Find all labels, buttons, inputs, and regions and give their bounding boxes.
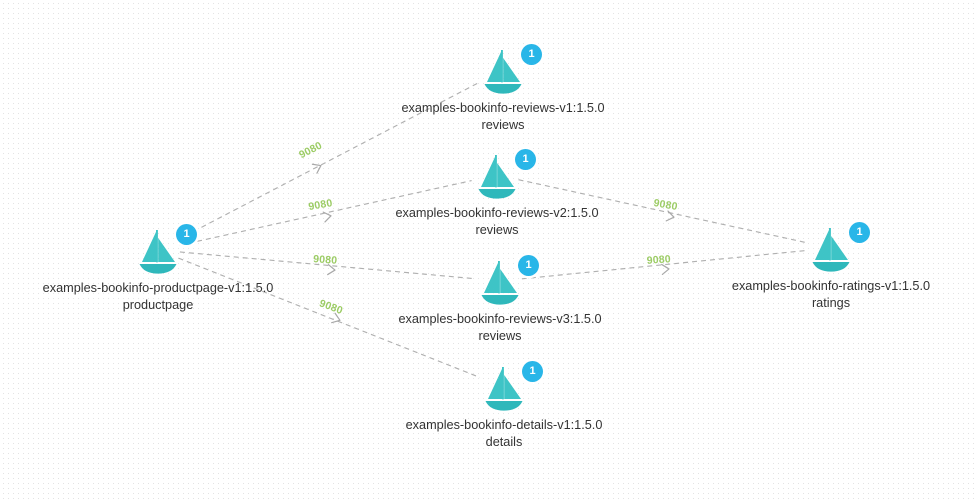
node-label: examples-bookinfo-reviews-v1:1.5.0 review… bbox=[273, 100, 733, 133]
node-label-service: reviews bbox=[478, 328, 522, 343]
node-instance-count-badge: 1 bbox=[522, 361, 543, 382]
edge-arrow-icon bbox=[665, 210, 675, 222]
sailboat-icon[interactable] bbox=[474, 257, 526, 309]
node-label: examples-bookinfo-details-v1:1.5.0 detail… bbox=[274, 417, 734, 450]
graph-edge[interactable]: 9080 bbox=[179, 180, 472, 246]
node-label-workload: examples-bookinfo-ratings-v1:1.5.0 bbox=[731, 279, 931, 293]
edge-arrow-icon bbox=[327, 263, 336, 276]
graph-edge[interactable]: 9080 bbox=[521, 250, 806, 280]
node-label-service: reviews bbox=[481, 117, 525, 132]
node-label-workload: examples-bookinfo-details-v1:1.5.0 bbox=[405, 418, 603, 432]
node-label-service: ratings bbox=[811, 295, 851, 310]
sailboat-icon[interactable] bbox=[471, 151, 523, 203]
graph-edge[interactable]: 9080 bbox=[518, 179, 806, 244]
edge-port-label: 9080 bbox=[308, 197, 334, 213]
graph-edge[interactable]: 9080 bbox=[179, 251, 475, 280]
edge-line[interactable] bbox=[518, 179, 806, 244]
node-label: examples-bookinfo-reviews-v2:1.5.0 review… bbox=[267, 205, 727, 238]
node-label-service: productpage bbox=[122, 297, 194, 312]
edge-port-label: 9080 bbox=[313, 253, 338, 267]
edge-line[interactable] bbox=[179, 180, 472, 246]
sailboat-icon[interactable] bbox=[805, 224, 857, 276]
node-label-workload: examples-bookinfo-reviews-v2:1.5.0 bbox=[395, 206, 599, 220]
sailboat-icon[interactable] bbox=[478, 363, 530, 415]
node-label-workload: examples-bookinfo-productpage-v1:1.5.0 bbox=[42, 281, 274, 295]
node-label-service: reviews bbox=[475, 222, 519, 237]
edge-arrow-icon bbox=[311, 163, 322, 174]
sailboat-icon[interactable] bbox=[132, 226, 184, 278]
edge-arrow-icon bbox=[661, 263, 670, 276]
edge-arrow-icon bbox=[331, 312, 341, 324]
edge-line[interactable] bbox=[177, 81, 481, 241]
edge-line[interactable] bbox=[179, 251, 475, 280]
sailboat-icon[interactable] bbox=[477, 46, 529, 98]
edge-port-label: 9080 bbox=[646, 253, 671, 267]
node-label-service: details bbox=[485, 434, 523, 449]
node-instance-count-badge: 1 bbox=[515, 149, 536, 170]
node-label-workload: examples-bookinfo-reviews-v1:1.5.0 bbox=[401, 101, 605, 115]
node-label: examples-bookinfo-productpage-v1:1.5.0 pr… bbox=[0, 280, 388, 313]
node-label: examples-bookinfo-reviews-v3:1.5.0 review… bbox=[270, 311, 730, 344]
node-instance-count-badge: 1 bbox=[849, 222, 870, 243]
node-label-workload: examples-bookinfo-reviews-v3:1.5.0 bbox=[398, 312, 602, 326]
node-instance-count-badge: 1 bbox=[518, 255, 539, 276]
node-instance-count-badge: 1 bbox=[176, 224, 197, 245]
edge-arrow-icon bbox=[322, 211, 332, 223]
edge-port-label: 9080 bbox=[297, 139, 324, 161]
edge-port-label: 9080 bbox=[653, 197, 679, 213]
edge-line[interactable] bbox=[178, 257, 481, 378]
node-instance-count-badge: 1 bbox=[521, 44, 542, 65]
node-label: examples-bookinfo-ratings-v1:1.5.0 rating… bbox=[601, 278, 975, 311]
edge-line[interactable] bbox=[521, 250, 806, 280]
